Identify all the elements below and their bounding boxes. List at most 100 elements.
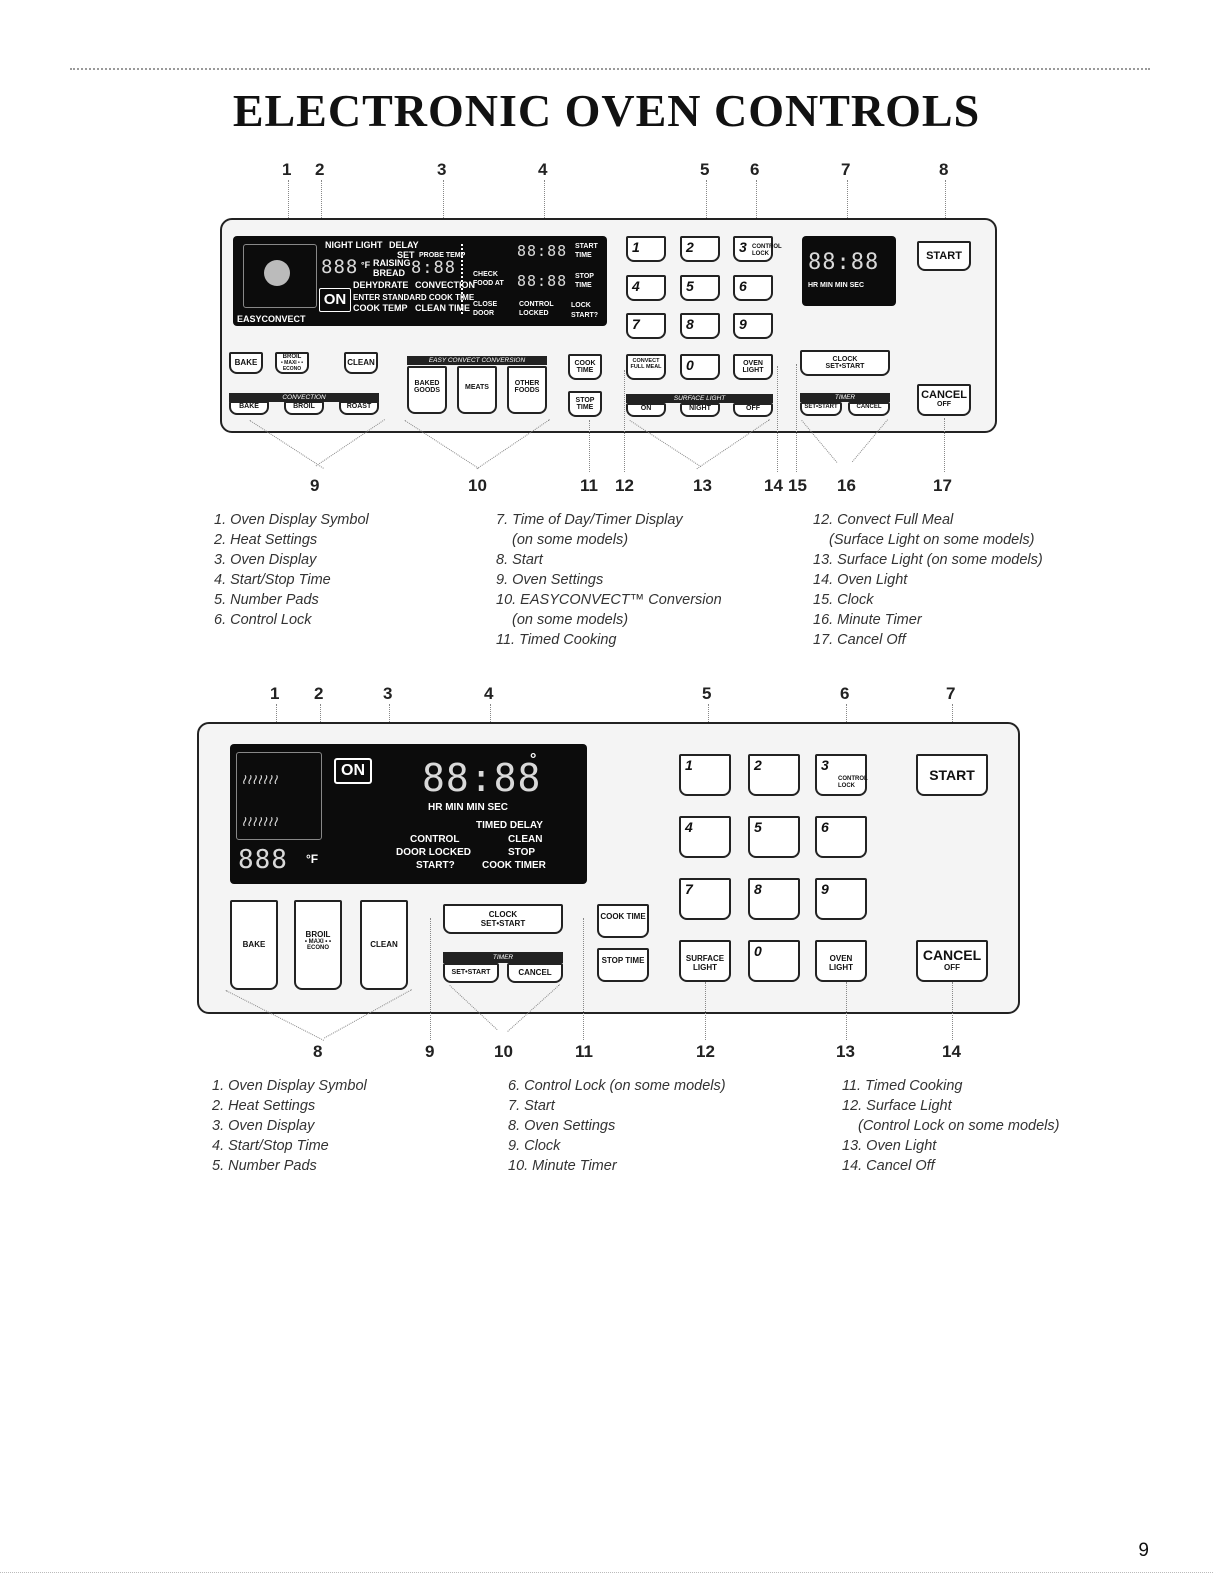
p1-easy-convect-bar: EASY CONVECT CONVERSION <box>407 356 547 365</box>
p2-legend-item: (Control Lock on some models) <box>858 1118 1060 1134</box>
p2-number-pad-8[interactable]: 8 <box>748 878 800 920</box>
p1-conv-broil-button[interactable]: BROIL <box>284 401 324 415</box>
p2-number-pad-4[interactable]: 4 <box>679 816 731 858</box>
p1-surface-night-button[interactable]: NIGHT <box>680 403 720 417</box>
p2-start-button[interactable]: START <box>916 754 988 796</box>
p1-clean-button[interactable]: CLEAN <box>344 352 378 374</box>
p1-lock: LOCK <box>571 302 591 309</box>
p2-number-pad-5[interactable]: 5 <box>748 816 800 858</box>
p2-callout-3: 3 <box>383 684 393 703</box>
p1-conv-roast-button[interactable]: ROAST <box>339 401 379 415</box>
p1-control-lock-label: CONTROL LOCK <box>752 244 782 257</box>
p1-clock-sub: SET•START <box>825 363 865 370</box>
p2-number-pad-0[interactable]: 0 <box>748 940 800 982</box>
p2-cancel-button[interactable]: CANCEL OFF <box>916 940 988 982</box>
p1-clock-button[interactable]: CLOCK SET•START <box>800 350 890 376</box>
p2-clean: CLEAN <box>508 834 543 845</box>
p1-leader-8 <box>945 180 946 230</box>
p1-legend-item: 11. Timed Cooking <box>496 632 617 648</box>
p2-legend-item: 6. Control Lock (on some models) <box>508 1078 726 1094</box>
p2-number-pad-2[interactable]: 2 <box>748 754 800 796</box>
p1-surface-on-button[interactable]: ON <box>626 403 666 417</box>
p1-cook-time-button[interactable]: COOK TIME <box>568 354 602 380</box>
p1-number-pad-7[interactable]: 7 <box>626 313 666 339</box>
p1-cook-temp: COOK TEMP <box>353 303 408 313</box>
p1-leader-12 <box>624 370 625 472</box>
p2-deg-f: °F <box>306 852 319 866</box>
p2-cancel-label: CANCEL <box>922 947 982 963</box>
p2-timer-bar: TIMER <box>443 952 563 963</box>
p1-bake-button[interactable]: BAKE <box>229 352 263 374</box>
p2-oven-light-button[interactable]: OVEN LIGHT <box>815 940 867 982</box>
p1-callout-5: 5 <box>700 160 710 179</box>
p1-convect-full-meal-button[interactable]: CONVECT FULL MEAL <box>626 354 666 380</box>
p1-stop-time-button[interactable]: STOP TIME <box>568 391 602 417</box>
p2-callout-14: 14 <box>942 1042 961 1061</box>
p1-number-pad-6[interactable]: 6 <box>733 275 773 301</box>
p1-number-pad-8[interactable]: 8 <box>680 313 720 339</box>
p1-callout-4: 4 <box>538 160 548 179</box>
p2-cook-time-button[interactable]: COOK TIME <box>597 904 649 938</box>
p1-callout-2: 2 <box>315 160 325 179</box>
p1-meats-button[interactable]: MEATS <box>457 366 497 414</box>
p1-on-indicator: ON <box>319 288 351 312</box>
p1-legend-item: 13. Surface Light (on some models) <box>813 552 1043 568</box>
p2-callout-1: 1 <box>270 684 280 703</box>
p1-number-pad-3[interactable]: 3 <box>733 236 773 262</box>
p2-number-pad-3[interactable]: 3 <box>815 754 867 796</box>
p2-stop-time-button[interactable]: STOP TIME <box>597 948 649 982</box>
page-number: 9 <box>1138 1540 1149 1561</box>
p1-control-locked: CONTROL LOCKED <box>519 301 554 317</box>
p2-timer-set-start-button[interactable]: SET•START <box>443 963 499 983</box>
p1-number-pad-2[interactable]: 2 <box>680 236 720 262</box>
p1-broil-label: BROIL <box>282 354 302 360</box>
p1-baked-goods-button[interactable]: BAKED GOODS <box>407 366 447 414</box>
p1-bread: BREAD <box>373 268 406 278</box>
p1-timer-set-start-button[interactable]: SET•START <box>800 402 842 416</box>
p2-number-pad-1[interactable]: 1 <box>679 754 731 796</box>
p2-legend-item: 9. Clock <box>508 1138 561 1154</box>
p2-broil-button[interactable]: BROIL • MAXI • • ECONO <box>294 900 342 990</box>
p2-clock-label: CLOCK <box>488 910 518 919</box>
p2-leader-11 <box>583 918 584 1040</box>
p2-legend-item: 3. Oven Display <box>212 1118 315 1134</box>
p1-leader-2 <box>321 180 322 240</box>
p2-timer-cancel-button[interactable]: CANCEL <box>507 963 563 983</box>
p1-callout-17: 17 <box>933 476 952 495</box>
p2-bake-button[interactable]: BAKE <box>230 900 278 990</box>
p1-night-light: NIGHT LIGHT <box>325 240 383 250</box>
p2-callout-2: 2 <box>314 684 324 703</box>
p2-callout-10: 10 <box>494 1042 513 1061</box>
p2-clock-button[interactable]: CLOCK SET•START <box>443 904 563 934</box>
p1-leader-17 <box>944 418 945 472</box>
p1-convection-bar: CONVECTION <box>229 393 379 402</box>
p1-number-pad-9[interactable]: 9 <box>733 313 773 339</box>
p1-other-foods-button[interactable]: OTHER FOODS <box>507 366 547 414</box>
p1-check-food-at: CHECK FOOD AT <box>473 271 504 287</box>
p2-number-pad-7[interactable]: 7 <box>679 878 731 920</box>
p2-number-pad-6[interactable]: 6 <box>815 816 867 858</box>
p1-broil-button[interactable]: BROIL • MAXI • • ECONO <box>275 352 309 374</box>
p2-callout-4: 4 <box>484 684 494 703</box>
p1-number-pad-0[interactable]: 0 <box>680 354 720 380</box>
p2-surface-light-button[interactable]: SURFACE LIGHT <box>679 940 731 982</box>
p1-number-pad-5[interactable]: 5 <box>680 275 720 301</box>
p2-clean-button[interactable]: CLEAN <box>360 900 408 990</box>
p2-callout-13: 13 <box>836 1042 855 1061</box>
p2-legend-item: 1. Oven Display Symbol <box>212 1078 367 1094</box>
p1-start-button[interactable]: START <box>917 241 971 271</box>
p1-conv-bake-button[interactable]: BAKE <box>229 401 269 415</box>
p1-number-pad-1[interactable]: 1 <box>626 236 666 262</box>
p1-surface-off-button[interactable]: OFF <box>733 403 773 417</box>
p1-clean-time: CLEAN TIME <box>415 303 470 313</box>
p2-number-pad-9[interactable]: 9 <box>815 878 867 920</box>
p2-legend-item: 4. Start/Stop Time <box>212 1138 329 1154</box>
p1-callout-16: 16 <box>837 476 856 495</box>
p1-timer-cancel-button[interactable]: CANCEL <box>848 402 890 416</box>
p1-cancel-button[interactable]: CANCEL OFF <box>917 384 971 416</box>
p1-oven-light-button[interactable]: OVEN LIGHT <box>733 354 773 380</box>
p1-legend-item: 6. Control Lock <box>214 612 312 628</box>
p1-oven-display-symbol <box>243 244 317 308</box>
p1-raising: RAISING <box>373 258 411 268</box>
p1-number-pad-4[interactable]: 4 <box>626 275 666 301</box>
